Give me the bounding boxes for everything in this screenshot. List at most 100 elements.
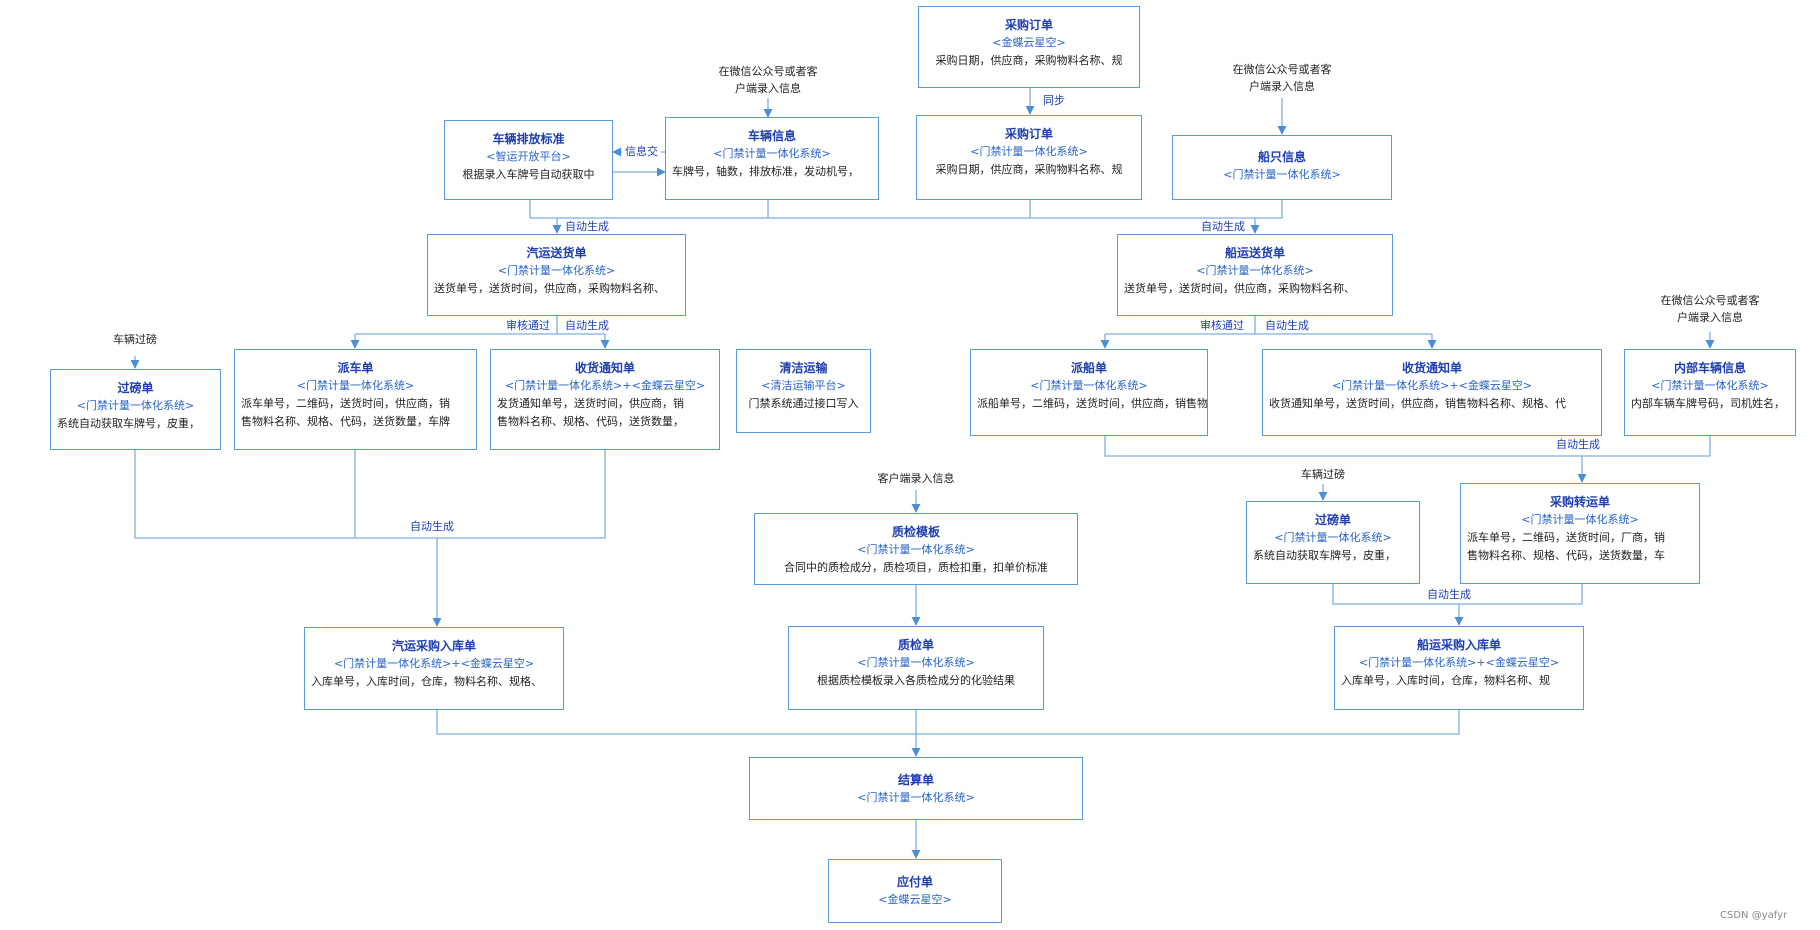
node-title: 派车单 [337, 361, 374, 375]
node-ship-delivery: 船运送货单 <门禁计量一体化系统> 送货单号，送货时间，供应商，采购物料名称、 [1117, 234, 1393, 316]
node-system: <金蝶云星空> [878, 893, 952, 906]
note-line: 户端录入信息 [735, 82, 801, 95]
note-line: 车辆过磅 [1301, 468, 1345, 481]
edge-ship-branch [1105, 316, 1432, 348]
node-system: <门禁计量一体化系统> [1651, 379, 1769, 392]
node-system: <门禁计量一体化系统> [857, 791, 975, 804]
note-line: 车辆过磅 [113, 333, 157, 346]
edge-to-truck-delivery [529, 200, 1031, 233]
node-title: 过磅单 [117, 381, 154, 395]
node-title: 采购转运单 [1549, 495, 1610, 509]
node-detail: 派船单号，二维码，送货时间，供应商，销售物 [977, 397, 1208, 410]
node-title: 船运采购入库单 [1416, 638, 1501, 652]
node-title: 内部车辆信息 [1673, 361, 1746, 375]
node-detail: 根据质检模板录入各质检成分的化验结果 [817, 674, 1015, 687]
node-system: <清洁运输平台> [761, 379, 846, 392]
label-auto-gen-internal: 自动生成 [1553, 438, 1603, 452]
label-auto-gen-merge-right: 自动生成 [1424, 588, 1474, 602]
note-line: 在微信公众号或者客 [718, 65, 818, 78]
label-approved-left: 审核通过 [503, 319, 553, 333]
node-purchase-order-cloud: 采购订单 <金蝶云星空> 采购日期，供应商，采购物料名称、规 [918, 6, 1140, 88]
node-title: 收货通知单 [574, 361, 635, 375]
node-ship-dispatch: 派船单 <门禁计量一体化系统> 派船单号，二维码，送货时间，供应商，销售物 [970, 349, 1208, 436]
node-receive-notice-right: 收货通知单 <门禁计量一体化系统>+<金蝶云星空> 收货通知单号，送货时间，供应… [1262, 349, 1602, 436]
node-qc-template: 质检模板 <门禁计量一体化系统> 合同中的质检成分，质检项目，质检扣重，扣单价标… [754, 513, 1078, 585]
note-line: 户端录入信息 [1249, 80, 1315, 93]
node-detail: 系统自动获取车牌号，皮重， [57, 417, 200, 430]
node-detail: 系统自动获取车牌号，皮重， [1253, 549, 1396, 562]
note-client-entry: 客户端录入信息 [866, 470, 966, 487]
watermark: CSDN @yafyr [1720, 910, 1788, 921]
node-detail: 合同中的质检成分，质检项目，质检扣重，扣单价标准 [784, 561, 1048, 574]
label-auto-gen-right: 自动生成 [1198, 220, 1248, 234]
node-system: <门禁计量一体化系统>+<金蝶云星空> [1331, 379, 1533, 392]
node-detail: 收货通知单号，送货时间，供应商，销售物料名称、规格、代 [1269, 397, 1566, 410]
node-payable: 应付单 <金蝶云星空> [828, 859, 1002, 923]
node-detail: 送货单号，送货时间，供应商，采购物料名称、 [434, 282, 665, 295]
node-detail: 根据录入车牌号自动获取中 [462, 168, 595, 181]
node-detail: 派车单号，二维码，送货时间，厂商，销 [1467, 531, 1665, 544]
label-auto-gen-left2: 自动生成 [562, 319, 612, 333]
node-vehicle-info: 车辆信息 <门禁计量一体化系统> 车牌号，轴数，排放标准，发动机号， [665, 117, 879, 200]
note-weigh-right: 车辆过磅 [1283, 466, 1363, 483]
node-title: 船运送货单 [1224, 246, 1285, 260]
node-title: 采购订单 [1004, 18, 1053, 32]
node-system: <金蝶云星空> [992, 36, 1066, 49]
node-system: <智运开放平台> [486, 150, 571, 163]
node-title: 船只信息 [1257, 150, 1306, 164]
node-detail: 入库单号，入库时间，仓库，物料名称、规格、 [311, 675, 542, 688]
note-line: 在微信公众号或者客 [1660, 294, 1760, 307]
label-approved-right: 审核通过 [1197, 319, 1247, 333]
node-title: 汽运采购入库单 [391, 639, 476, 653]
node-settlement: 结算单 <门禁计量一体化系统> [749, 757, 1083, 820]
node-title: 汽运送货单 [526, 246, 587, 260]
node-system: <门禁计量一体化系统>+<金蝶云星空> [1358, 656, 1560, 669]
node-ship-inbound: 船运采购入库单 <门禁计量一体化系统>+<金蝶云星空> 入库单号，入库时间，仓库… [1334, 626, 1584, 710]
node-weigh-right: 过磅单 <门禁计量一体化系统> 系统自动获取车牌号，皮重， [1246, 501, 1420, 584]
node-title: 应付单 [896, 875, 933, 889]
note-wechat-ship: 在微信公众号或者客 户端录入信息 [1222, 61, 1342, 95]
node-detail: 发货通知单号，送货时间，供应商，销 [497, 397, 684, 410]
node-detail: 派车单号，二维码，送货时间，供应商，销 [241, 397, 450, 410]
edge-right-merge [1332, 584, 1583, 625]
edge-internal-merge [1104, 436, 1711, 482]
node-vehicle-emission: 车辆排放标准 <智运开放平台> 根据录入车牌号自动获取中 [444, 120, 613, 200]
note-weigh-left: 车辆过磅 [95, 331, 175, 348]
label-sync: 同步 [1040, 94, 1068, 108]
node-system: <门禁计量一体化系统> [1196, 264, 1314, 277]
node-title: 结算单 [897, 773, 934, 787]
node-detail: 入库单号，入库时间，仓库，物料名称、规 [1341, 674, 1550, 687]
node-clean-transport: 清洁运输 <清洁运输平台> 门禁系统通过接口写入 [736, 349, 871, 433]
node-system: <门禁计量一体化系统>+<金蝶云星空> [333, 657, 535, 670]
node-transfer: 采购转运单 <门禁计量一体化系统> 派车单号，二维码，送货时间，厂商，销 售物料… [1460, 483, 1700, 584]
label-auto-gen-merge-left: 自动生成 [407, 520, 457, 534]
node-system: <门禁计量一体化系统> [497, 264, 616, 277]
edge-left-merge [134, 450, 606, 626]
node-system: <门禁计量一体化系统> [857, 543, 975, 556]
node-system: <门禁计量一体化系统> [1521, 513, 1639, 526]
node-detail: 送货单号，送货时间，供应商，采购物料名称、 [1124, 282, 1355, 295]
node-title: 质检单 [897, 638, 934, 652]
edge-truck-branch [355, 316, 605, 348]
node-title: 质检模板 [891, 525, 940, 539]
node-qc: 质检单 <门禁计量一体化系统> 根据质检模板录入各质检成分的化验结果 [788, 626, 1044, 710]
note-line: 户端录入信息 [1677, 311, 1743, 324]
node-title: 采购订单 [1004, 127, 1053, 141]
node-system: <门禁计量一体化系统> [857, 656, 975, 669]
node-title: 车辆信息 [747, 129, 796, 143]
node-detail: 门禁系统通过接口写入 [748, 397, 859, 410]
label-info-exchange: 信息交 [622, 145, 661, 159]
node-receive-notice-left: 收货通知单 <门禁计量一体化系统>+<金蝶云星空> 发货通知单号，送货时间，供应… [490, 349, 720, 450]
note-wechat-vehicle: 在微信公众号或者客 户端录入信息 [708, 63, 828, 97]
node-truck-delivery: 汽运送货单 <门禁计量一体化系统> 送货单号，送货时间，供应商，采购物料名称、 [427, 234, 686, 316]
node-detail: 售物料名称、规格、代码，送货数量， [497, 415, 684, 428]
node-detail: 采购日期，供应商，采购物料名称、规 [935, 163, 1123, 176]
label-auto-gen-left: 自动生成 [562, 220, 612, 234]
label-auto-gen-right2: 自动生成 [1262, 319, 1312, 333]
note-wechat-internal: 在微信公众号或者客 户端录入信息 [1650, 292, 1770, 326]
node-ship-info: 船只信息 <门禁计量一体化系统> [1172, 135, 1392, 200]
node-title: 收货通知单 [1401, 361, 1462, 375]
node-detail: 采购日期，供应商，采购物料名称、规 [935, 54, 1123, 67]
